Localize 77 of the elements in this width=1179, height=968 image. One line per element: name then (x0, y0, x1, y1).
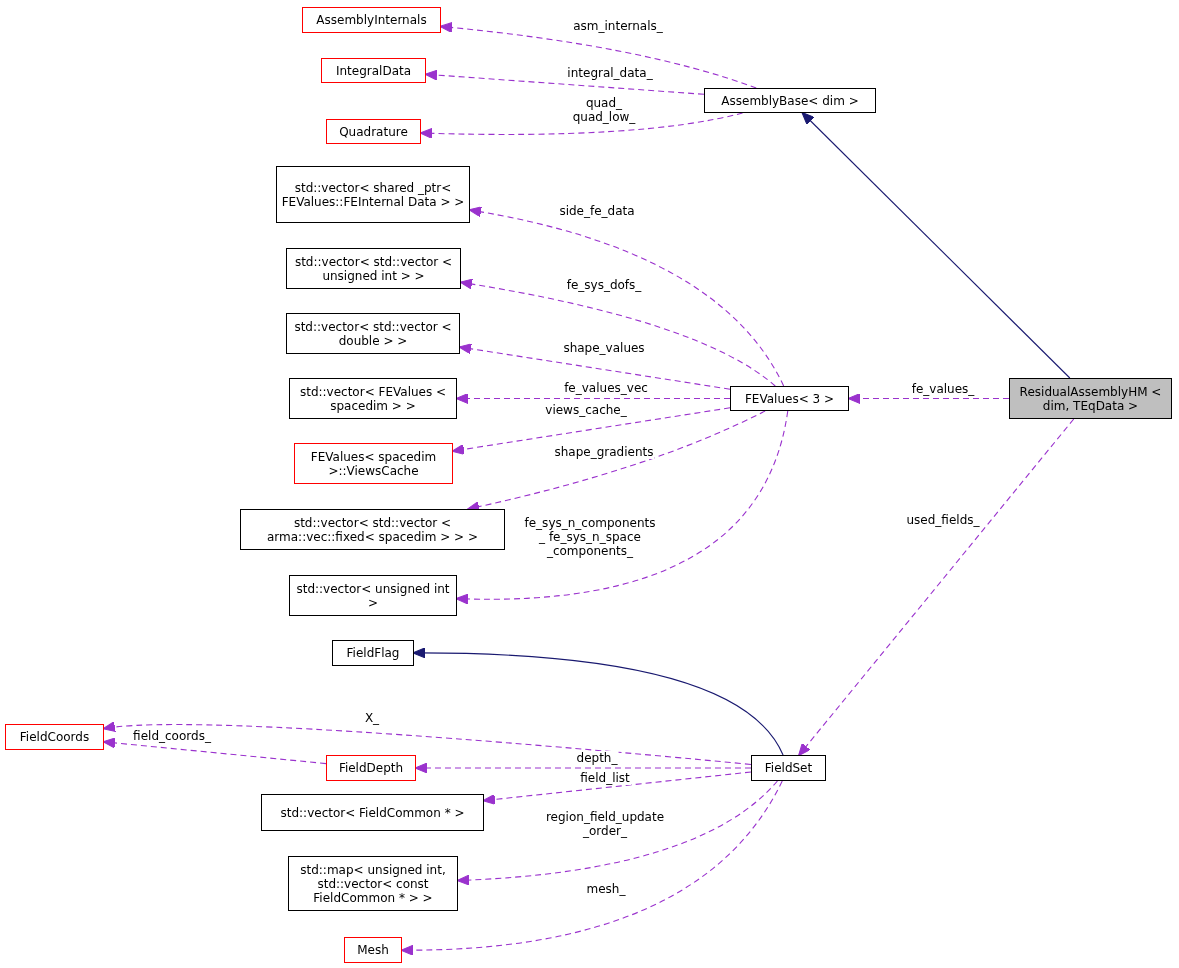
class-box (286, 248, 461, 289)
dashed-arrow (102, 721, 752, 765)
class-name: std::vector< std::vector < unsigned int > > (293, 254, 454, 283)
dashed-arrow (458, 343, 731, 390)
dashed-arrow (847, 393, 1010, 404)
class-name: std::vector< std::vector < double > > (293, 319, 453, 348)
edge-label: mesh_ (585, 882, 627, 896)
class-name: AssemblyBase< dim > (721, 93, 859, 108)
class-box (1009, 378, 1172, 419)
edge-label: quad_ quad_low_ (571, 96, 637, 124)
dashed-arrow (482, 771, 752, 805)
class-name: FieldSet (764, 761, 813, 775)
class-name: FieldDepth (338, 761, 404, 775)
dashed-arrow (451, 407, 731, 455)
class-name: std::vector< shared _ptr< FEValues::FEInternal Data > > (281, 180, 465, 209)
class-box (751, 755, 826, 781)
edge-label: field_coords_ (132, 729, 212, 743)
class-box (289, 378, 457, 419)
class-box (289, 575, 457, 616)
class-name: Mesh (357, 943, 389, 957)
class-box (240, 509, 505, 550)
class-box (288, 856, 458, 911)
edge-label: fe_sys_dofs_ (565, 278, 643, 292)
dashed-arrow (455, 393, 731, 404)
class-box (326, 119, 421, 144)
arrow (412, 647, 784, 756)
class-name: FieldCoords (19, 730, 90, 744)
dashed-arrow (439, 22, 757, 89)
dashed-arrow (424, 69, 705, 95)
class-name: std::vector< FEValues < spacedim > > (298, 384, 448, 413)
class-box (704, 88, 876, 113)
class-box (730, 386, 849, 411)
class-box (261, 794, 484, 831)
class-name: std::vector< std::vector < arma::vec::fixed< spacedim > > > (266, 515, 479, 544)
class-name: std::vector< unsigned int > (295, 581, 451, 610)
dashed-arrow (456, 780, 778, 886)
class-box (294, 443, 453, 484)
dashed-arrow (455, 410, 789, 605)
edge-label: shape_gradients (553, 445, 655, 459)
class-name: std::map< unsigned int, std::vector< const FieldCommon * > > (299, 862, 447, 905)
class-box (276, 166, 470, 223)
class-name: FEValues< 3 > (744, 391, 835, 406)
dashed-arrow (798, 418, 1075, 757)
class-name: Quadrature (339, 124, 408, 139)
dashed-arrow (414, 762, 752, 774)
edge-label: integral_data_ (566, 66, 654, 80)
edge-label: side_fe_data (558, 204, 636, 218)
dashed-arrow (400, 780, 783, 956)
dashed-arrow (102, 737, 327, 765)
arrow (801, 111, 1071, 379)
edge-label: depth_ (575, 751, 619, 765)
class-box (286, 313, 460, 354)
class-name: ResidualAssemblyHM < dim, TEqData > (1018, 384, 1163, 413)
class-box (344, 937, 402, 963)
edge-label: fe_sys_n_components _ fe_sys_n_space _components_ (523, 516, 657, 558)
edge-label: fe_values_vec (563, 381, 649, 395)
class-box (321, 58, 426, 83)
dashed-arrow (419, 112, 744, 139)
class-box (326, 755, 416, 781)
class-box (302, 7, 441, 33)
edge-label: asm_internals_ (572, 19, 664, 33)
class-name: std::vector< FieldCommon * > (280, 805, 465, 820)
class-name: FieldFlag (346, 646, 400, 660)
edge-label: region_field_update _order_ (544, 810, 666, 838)
class-name: FEValues< spacedim >::ViewsCache (309, 449, 438, 478)
edge-label: shape_values (562, 341, 646, 355)
class-box (332, 640, 414, 666)
dashed-arrow (459, 278, 776, 387)
class-name: AssemblyInternals (316, 13, 427, 27)
class-box (5, 724, 104, 750)
edge-label: field_list (579, 771, 631, 785)
dashed-arrow (468, 206, 785, 387)
edge-label: fe_values_ (910, 382, 976, 396)
edge-label: used_fields_ (905, 513, 981, 527)
edge-label: X_ (363, 711, 381, 725)
class-name: IntegralData (335, 63, 412, 78)
edge-label: views_cache_ (544, 403, 628, 417)
